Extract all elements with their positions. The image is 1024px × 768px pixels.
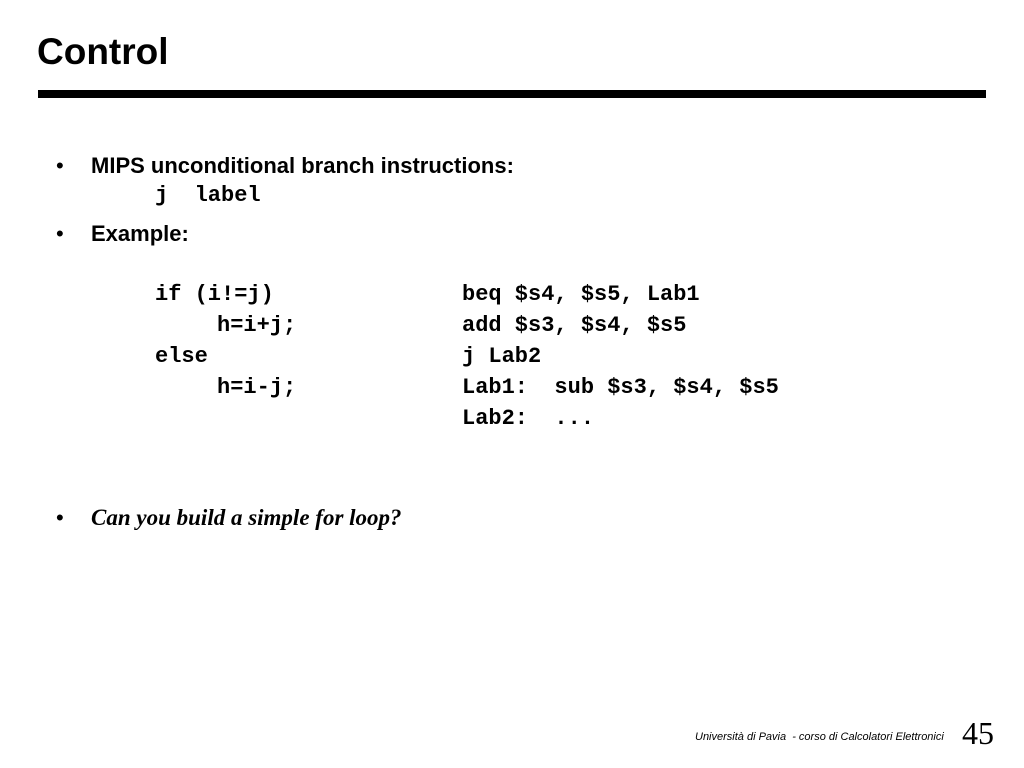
mips-code-line: add $s3, $s4, $s5	[462, 313, 687, 338]
c-code-line: h=i-j;	[217, 375, 297, 400]
page-number: 45	[962, 715, 994, 751]
bullet-marker: •	[56, 221, 64, 246]
title-divider	[38, 90, 986, 98]
mips-code-line: Lab2: ...	[462, 406, 595, 431]
bullet-marker: •	[56, 505, 64, 530]
c-code-line: h=i+j;	[217, 313, 297, 338]
c-code-line: else	[155, 344, 208, 369]
bullet-text: Can you build a simple for loop?	[91, 505, 402, 530]
bullet-text: MIPS unconditional branch instructions:	[91, 153, 514, 178]
footer-institution: Università di Pavia - corso di Calcolato…	[695, 731, 944, 743]
bullet-text: Example:	[91, 221, 189, 246]
bullet-marker: •	[56, 153, 64, 178]
slide-title: Control	[37, 31, 169, 72]
mips-code-line: Lab1: sub $s3, $s4, $s5	[462, 375, 779, 400]
jump-syntax: j label	[155, 183, 261, 208]
c-code-line: if (i!=j)	[155, 282, 274, 307]
mips-code-line: beq $s4, $s5, Lab1	[462, 282, 700, 307]
mips-code-line: j Lab2	[462, 344, 542, 369]
